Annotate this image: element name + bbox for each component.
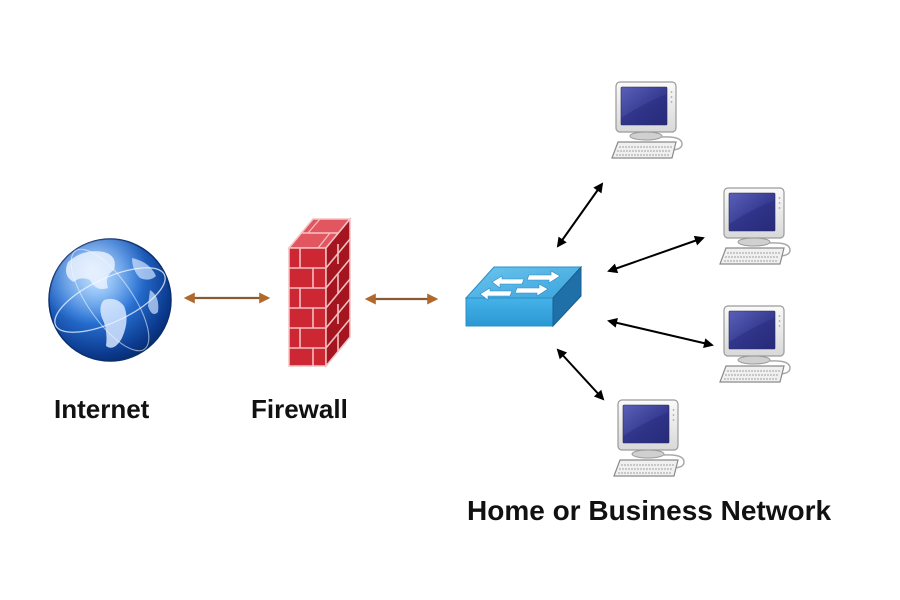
desktop-computer-icon	[613, 399, 685, 477]
link-switch-computer-3	[607, 317, 714, 349]
desktop-computer-icon	[719, 187, 791, 265]
firewall-label: Firewall	[251, 394, 348, 424]
link-switch-computer-2	[607, 235, 705, 274]
network-switch-icon	[464, 265, 583, 328]
link-switch-computer-4	[556, 348, 605, 401]
link-switch-computer-1	[556, 182, 604, 248]
desktop-computer-icon	[719, 305, 791, 383]
globe-icon	[48, 238, 172, 362]
desktop-computer-icon	[611, 81, 683, 159]
internet-label: Internet	[54, 394, 150, 424]
brick-wall-icon	[287, 216, 352, 369]
network-label: Home or Business Network	[467, 495, 832, 526]
